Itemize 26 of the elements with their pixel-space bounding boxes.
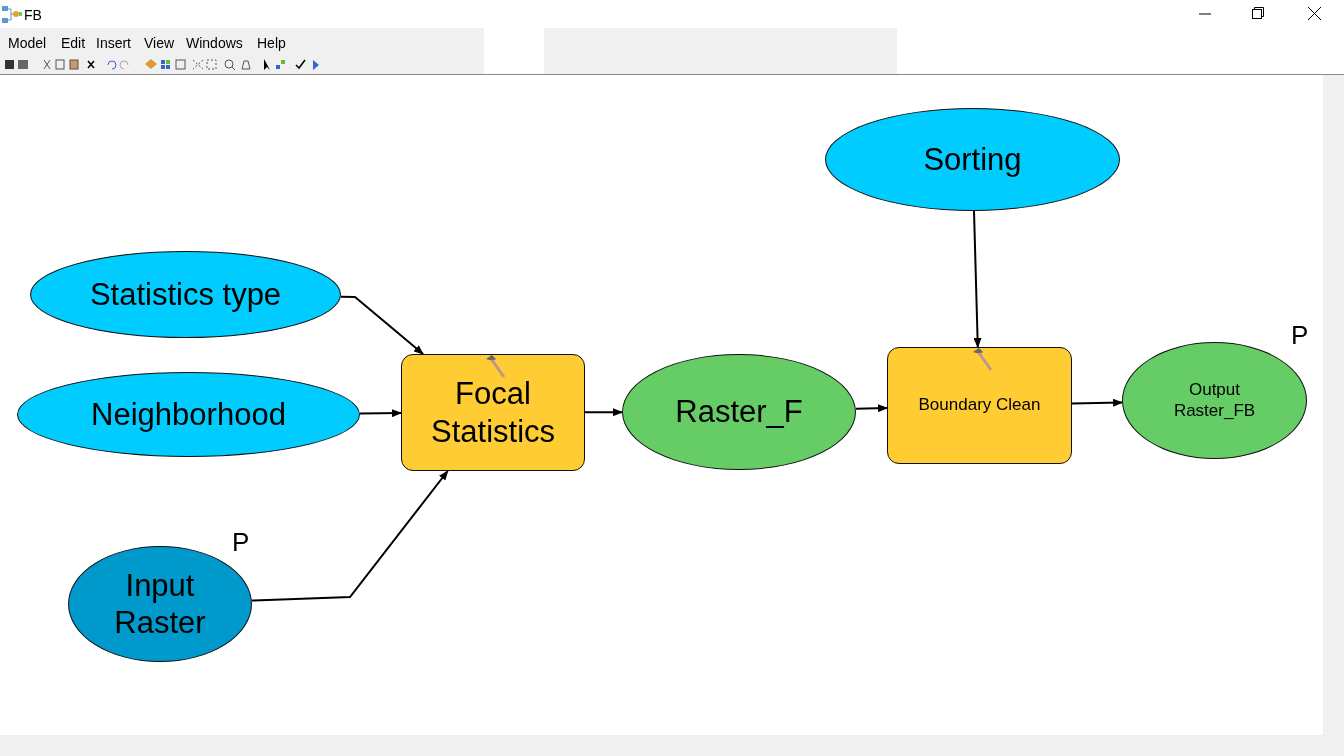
arrow (973, 210, 982, 348)
node-label: Focal Statistics (430, 375, 556, 450)
node-label: Input Raster (113, 566, 207, 642)
node-label: Sorting (923, 140, 1022, 179)
tool-box (887, 347, 1072, 464)
node-label: Raster_F (675, 393, 803, 431)
arrow (584, 408, 623, 417)
parameter-marker: P (1291, 320, 1309, 351)
arrow (339, 295, 425, 355)
menu-item: Insert (96, 35, 131, 51)
menu-item: Model (8, 35, 47, 51)
node-label: Statistics type (89, 275, 282, 314)
arrow (1071, 398, 1124, 407)
menu-item: Edit (61, 35, 86, 51)
window-title: FB (24, 7, 42, 23)
arrow (358, 409, 402, 418)
node-label: Output Raster_FB (1172, 380, 1257, 421)
parameter-marker: P (232, 527, 250, 558)
menu-item: Windows (186, 35, 243, 51)
node-label: Boundary Clean (918, 395, 1041, 416)
arrow (854, 404, 888, 413)
node-label: Neighborhood (91, 395, 286, 434)
menu-item: View (144, 35, 175, 51)
arrow (250, 470, 449, 602)
tool-box (401, 354, 585, 471)
menu-item: Help (257, 35, 286, 51)
